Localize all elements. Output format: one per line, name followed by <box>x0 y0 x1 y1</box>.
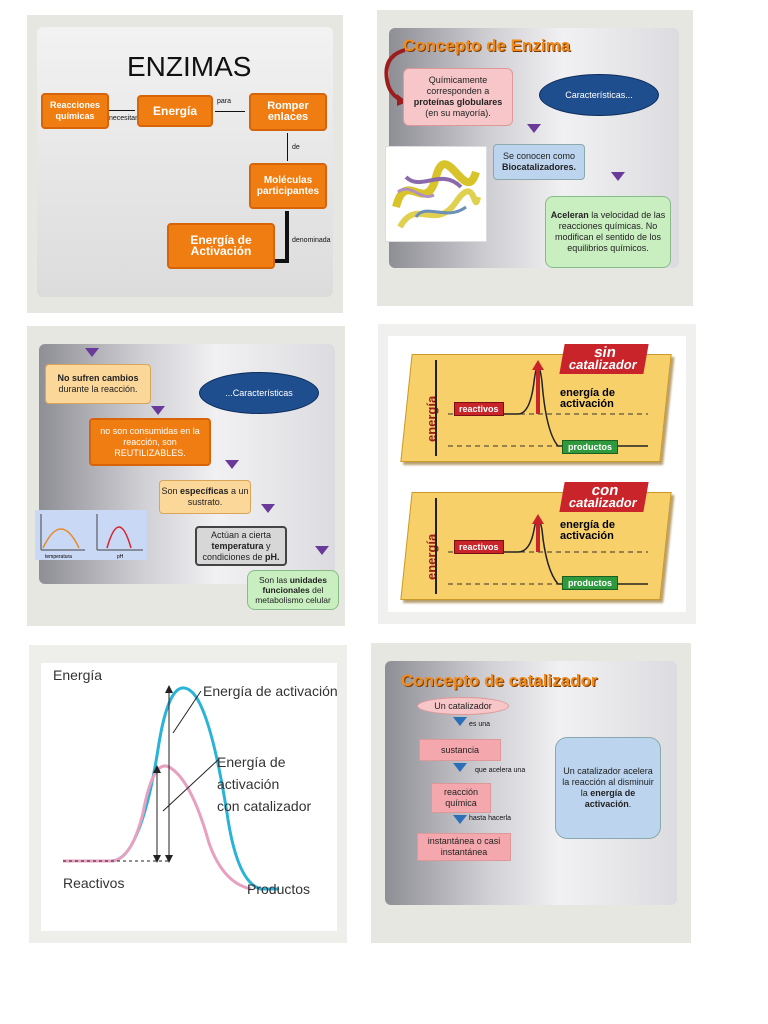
box-sustancia: sustancia <box>419 739 501 761</box>
arrow-left <box>275 259 289 263</box>
tag-productos: productos <box>562 576 618 590</box>
tag-productos: productos <box>562 440 618 454</box>
label-para: para <box>217 98 232 105</box>
slide-title: ENZIMAS <box>127 51 252 82</box>
box-moleculas: Moléculas participantes <box>249 163 327 209</box>
protein-structure-image <box>385 146 487 242</box>
slide-concepto-enzima: Concepto de Enzima Químicamente correspo… <box>377 10 693 306</box>
arrow-right <box>109 110 135 111</box>
label-energia-activacion: Energía de activación <box>203 683 338 699</box>
box-energia: Energía <box>137 95 213 127</box>
box-reutilizables: no son consumidas en la reacción, son RE… <box>89 418 211 466</box>
box-un-catalizador: Un catalizador <box>417 697 509 715</box>
down-arrow-icon <box>315 546 329 555</box>
box-reacciones: Reacciones químicas <box>41 93 109 129</box>
down-arrow-icon <box>453 763 467 772</box>
label-es-una: es una <box>469 721 491 728</box>
down-arrow-icon <box>85 348 99 357</box>
energy-curve-con <box>435 498 648 594</box>
box-especificas: Son específicas a un sustrato. <box>159 480 251 514</box>
box-energia-activacion: Energía de Activación <box>167 223 275 269</box>
box-instantanea: instantánea o casi instantánea <box>417 833 511 861</box>
slide-energy-profile: Energía Energía de activación Energía de… <box>29 645 347 943</box>
label-de: de <box>292 144 300 151</box>
down-arrow-icon <box>151 406 165 415</box>
down-arrow-icon <box>261 504 275 513</box>
enzyme-activity-graphs: temperatura pH <box>35 510 147 560</box>
box-unidades: Son las unidades funcionales del metabol… <box>247 570 339 610</box>
down-arrow-icon <box>453 717 467 726</box>
down-arrow-icon <box>527 124 541 133</box>
arrow-right <box>215 111 245 112</box>
slide-title: Concepto de catalizador <box>401 671 598 690</box>
box-temperatura: Actúan a cierta temperatura y condicione… <box>195 526 287 566</box>
oval-caracteristicas: ...Características <box>199 372 319 414</box>
tag-reactivos: reactivos <box>454 540 504 554</box>
slide-title: Concepto de Enzima <box>403 36 571 55</box>
box-side-explanation: Un catalizador acelera la reacción al di… <box>555 737 661 839</box>
axis-title-energia: Energía <box>53 667 103 683</box>
label-denominada: denominada <box>292 237 331 244</box>
svg-text:temperatura: temperatura <box>45 554 72 560</box>
slide-enzimas: ENZIMAS Reacciones químicas necesitan En… <box>27 15 343 313</box>
label-necesitan: necesitan <box>109 115 139 122</box>
box-reaccion: reacción química <box>431 783 491 813</box>
slide-inner <box>41 663 337 931</box>
oval-caracteristicas: Características... <box>539 74 659 116</box>
down-arrow-icon <box>611 172 625 181</box>
label-productos: Productos <box>247 881 311 897</box>
box-aceleran: Aceleran la velocidad de las reacciones … <box>545 196 671 268</box>
energy-profile-chart <box>63 685 279 891</box>
svg-text:pH: pH <box>117 554 124 560</box>
label-energia-activacion: energía de activación <box>560 519 616 542</box>
label-energia-activacion: energía de activación <box>560 387 616 410</box>
label-reactivos: Reactivos <box>63 875 125 891</box>
down-arrow-icon <box>453 815 467 824</box>
box-romper: Romper enlaces <box>249 93 327 131</box>
down-arrow-icon <box>225 460 239 469</box>
label-hasta: hasta hacerla <box>469 815 512 822</box>
arrow-down-left <box>285 211 289 263</box>
label-que-acelera: que acelera una <box>475 767 526 774</box>
slide-concepto-catalizador: Concepto de catalizador Un catalizador e… <box>371 643 691 943</box>
tag-reactivos: reactivos <box>454 402 504 416</box>
arrow-down <box>287 133 288 161</box>
